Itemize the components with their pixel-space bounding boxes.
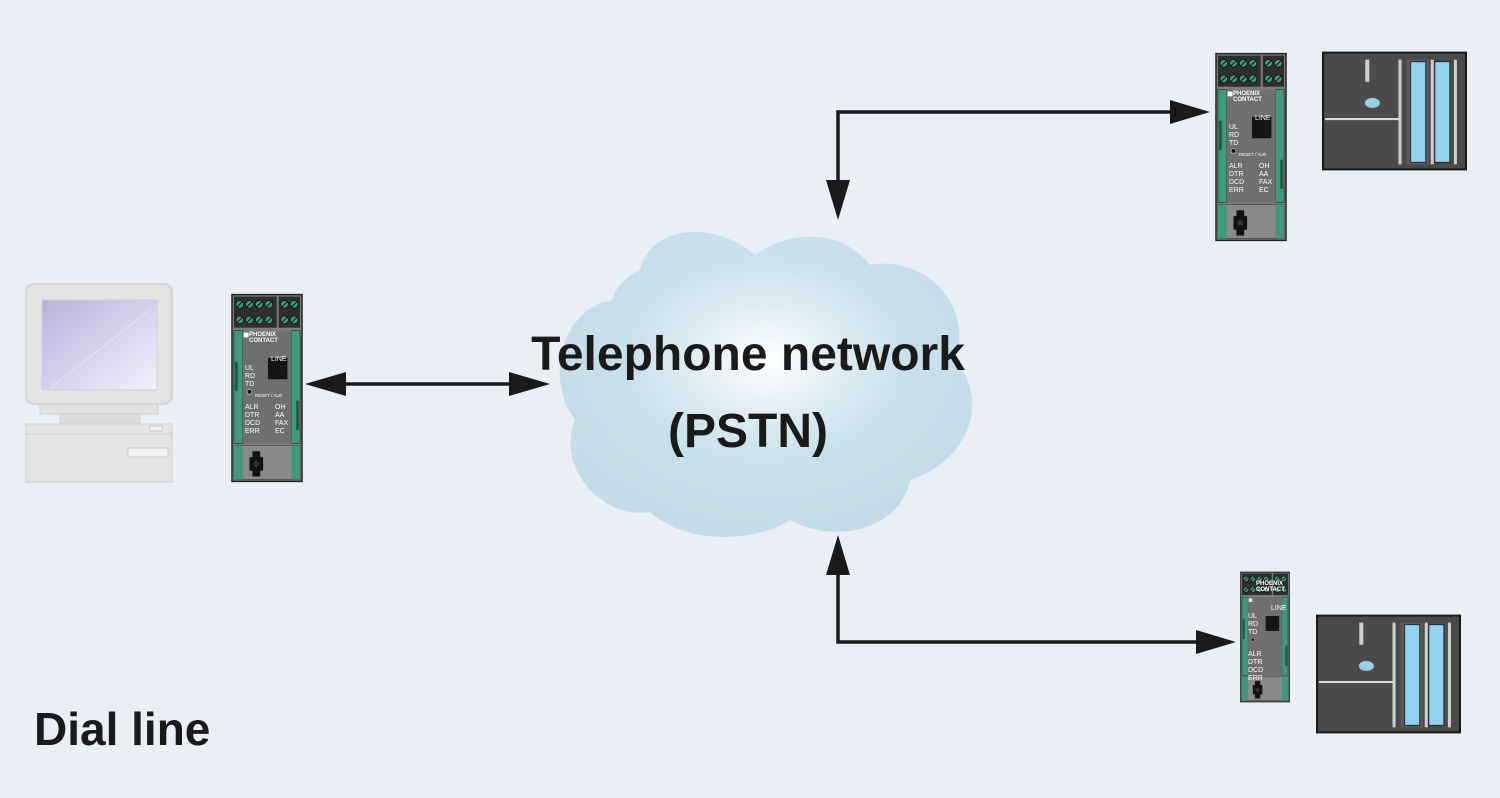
svg-text:ALR: ALR	[1248, 651, 1262, 658]
svg-text:DCD: DCD	[1248, 667, 1263, 674]
plc-icon-bottom	[1316, 614, 1461, 734]
svg-text:ALR: ALR	[245, 404, 259, 411]
svg-text:RD: RD	[245, 373, 255, 380]
svg-text:UL: UL	[1248, 613, 1257, 620]
svg-text:OH: OH	[275, 404, 286, 411]
svg-text:CONTACT: CONTACT	[1233, 97, 1262, 103]
svg-text:RD: RD	[1229, 132, 1239, 139]
svg-text:EC: EC	[275, 428, 285, 435]
plc-icon-top	[1322, 51, 1467, 171]
svg-text:PHOENIX: PHOENIX	[1256, 581, 1283, 587]
cloud-label-line1: Telephone network	[531, 328, 965, 381]
modem-labels-bottom-right: PHOENIX CONTACT LINE UL RD TD ALR DTR DC…	[1248, 581, 1287, 682]
svg-text:CONTACT: CONTACT	[249, 338, 278, 344]
modem-brand: PHOENIX	[249, 332, 276, 338]
svg-text:UL: UL	[1229, 124, 1238, 131]
svg-text:TD: TD	[1229, 140, 1238, 147]
modem-icon-left: PHOENIX CONTACT LINE UL RD TD RESET / AL…	[231, 293, 303, 483]
svg-text:LINE: LINE	[1271, 605, 1287, 612]
svg-text:LINE: LINE	[271, 356, 287, 363]
svg-text:ALR: ALR	[1229, 163, 1243, 170]
svg-text:FAX: FAX	[1259, 179, 1273, 186]
svg-text:RD: RD	[1248, 621, 1258, 628]
svg-text:DTR: DTR	[1229, 171, 1243, 178]
svg-text:OH: OH	[1259, 163, 1270, 170]
svg-text:EC: EC	[1259, 187, 1269, 194]
diagram-caption: Dial line	[34, 703, 210, 755]
svg-text:LINE: LINE	[1255, 115, 1271, 122]
svg-text:TD: TD	[245, 381, 254, 388]
svg-text:DCD: DCD	[1229, 179, 1244, 186]
connection-arrows	[320, 110, 1220, 644]
arrow-heads	[305, 100, 1236, 654]
svg-text:AA: AA	[1259, 171, 1269, 178]
svg-text:AA: AA	[275, 412, 285, 419]
computer-icon	[25, 283, 173, 483]
cloud-label-line2: (PSTN)	[668, 405, 828, 458]
svg-text:PHOENIX: PHOENIX	[1233, 91, 1260, 97]
svg-text:DTR: DTR	[1248, 659, 1262, 666]
svg-text:ERR: ERR	[1248, 675, 1263, 682]
svg-text:CONTACT: CONTACT	[1256, 587, 1285, 593]
svg-text:DCD: DCD	[245, 420, 260, 427]
svg-text:TD: TD	[1248, 629, 1257, 636]
svg-text:DTR: DTR	[245, 412, 259, 419]
arrow-top-link	[836, 110, 1195, 205]
svg-text:ERR: ERR	[1229, 187, 1244, 194]
modem-icon-top-right: PHOENIX CONTACT LINE UL RD TD RESET / AL…	[1215, 52, 1287, 242]
svg-text:RESET / ALR: RESET / ALR	[1239, 152, 1267, 157]
svg-text:RESET / ALR: RESET / ALR	[255, 393, 283, 398]
svg-text:FAX: FAX	[275, 420, 289, 427]
cloud-icon	[559, 232, 973, 537]
svg-text:UL: UL	[245, 365, 254, 372]
arrow-bottom-link	[836, 550, 1220, 644]
svg-text:ERR: ERR	[245, 428, 260, 435]
